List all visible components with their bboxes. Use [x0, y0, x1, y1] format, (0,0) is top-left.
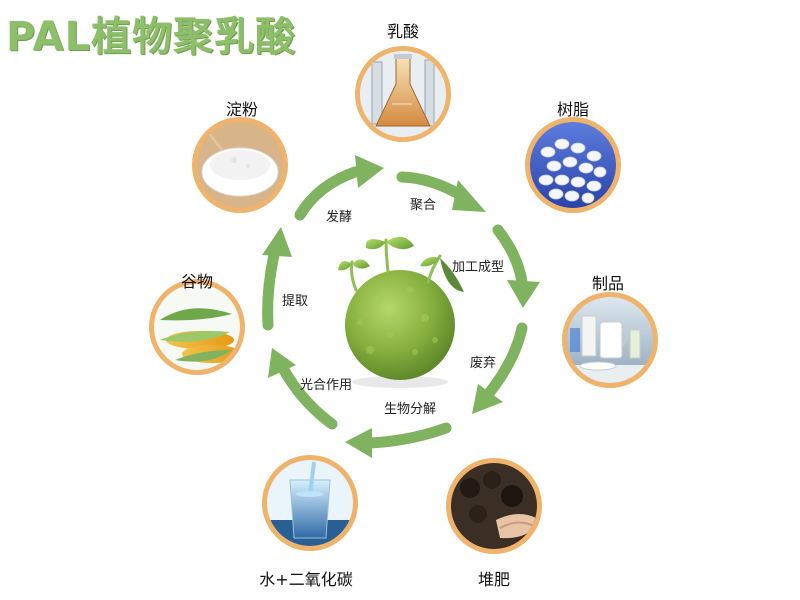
page-title: PAL植物聚乳酸 [6, 14, 297, 60]
resin-pellets-icon [525, 117, 621, 213]
arrow-head-extract [262, 227, 292, 257]
arrow-head-discard [472, 384, 503, 414]
node-label-starch: 淀粉 [225, 100, 259, 119]
water-glass-icon [262, 455, 358, 551]
arrow-extract [262, 244, 281, 331]
cycle-arrows [262, 166, 528, 449]
arrow-head-ferment [355, 155, 384, 188]
node-label-water-co2: 水+二氧化碳 [259, 570, 353, 589]
node-label-products: 制品 [591, 274, 625, 293]
step-label-extract: 提取 [282, 294, 309, 309]
arrow-process [492, 224, 528, 288]
arrow-head-polymerize [452, 180, 486, 212]
node-label-lactic-acid: 乳酸 [386, 22, 420, 41]
sprout-globe-icon [338, 236, 464, 388]
arrow-head-biodegrade [345, 428, 372, 458]
arrow-ferment [294, 166, 361, 221]
starch-bowl-icon [192, 117, 288, 213]
node-label-resin: 树脂 [556, 100, 590, 119]
step-label-discard: 废弃 [470, 356, 497, 371]
step-label-biodegrade: 生物分解 [384, 402, 437, 417]
arrow-biodegrade [364, 422, 452, 449]
step-label-polymerize: 聚合 [410, 198, 437, 213]
arrow-head-photosynthesis [268, 348, 296, 378]
compost-icon [446, 458, 542, 554]
arrow-head-process [507, 280, 540, 308]
arrow-heads [262, 155, 540, 458]
lab-flask-icon [355, 46, 451, 142]
node-label-grain: 谷物 [180, 272, 214, 291]
arrow-discard [484, 322, 528, 398]
step-label-photosynthesis: 光合作用 [300, 378, 353, 393]
step-label-process: 加工成型 [452, 260, 505, 275]
corn-icon [149, 279, 245, 375]
arrow-photosynthesis [278, 364, 338, 430]
step-label-ferment: 发酵 [326, 210, 353, 225]
node-label-compost: 堆肥 [477, 570, 511, 589]
products-icon [562, 292, 658, 388]
